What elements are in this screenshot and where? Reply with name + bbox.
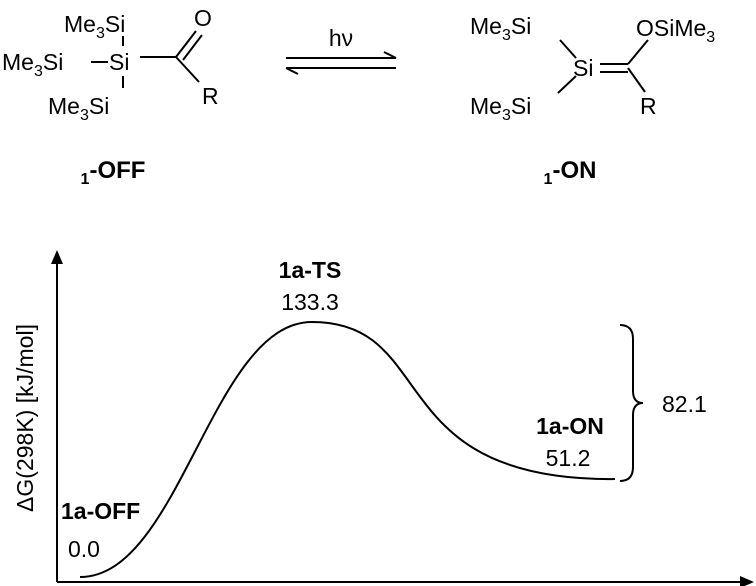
energy-point-labels: 1a-OFF 0.0 1a-TS 133.3 1a-ON 51.2	[61, 257, 604, 562]
si-left-label: Me3Si	[2, 49, 63, 80]
equilibrium-arrow	[285, 51, 397, 75]
y-axis-label: ΔG(298K) [kJ/mol]	[12, 324, 38, 512]
energy-difference-bracket	[619, 324, 644, 483]
y-axis-arrowhead	[51, 250, 63, 264]
r-group-label: R	[202, 83, 219, 109]
energy-difference-label: 82.1	[662, 391, 707, 417]
point-name-1a-ts: 1a-TS	[279, 257, 342, 283]
si-top-label-on: Me3Si	[470, 13, 531, 44]
energy-axes	[51, 250, 754, 586]
oxygen-label: O	[194, 5, 212, 31]
si-bottom-label: Me3Si	[48, 93, 109, 124]
si-center-label-on: Si	[573, 55, 593, 81]
point-name-1a-off: 1a-OFF	[61, 498, 140, 524]
si-top-label: Me3Si	[64, 11, 125, 42]
si-bottom-label-on: Me3Si	[470, 93, 531, 124]
bond-c-o-on	[627, 39, 649, 65]
label-1-off: 1-OFF	[81, 157, 146, 188]
x-axis-arrowhead	[740, 576, 754, 586]
si-center-label: Si	[109, 49, 129, 75]
bond-c-r	[175, 56, 200, 83]
osime3-label: OSiMe3	[636, 15, 715, 46]
energy-profile-curve	[79, 320, 616, 578]
bond-c-r-on	[627, 67, 646, 93]
bond-c-o-b	[182, 34, 203, 61]
bond-si-bottom-on	[557, 75, 577, 94]
bond-si-top-on	[559, 39, 577, 59]
bond-c-o-a	[175, 30, 197, 58]
hv-label: hν	[329, 25, 353, 51]
structure-1-off	[91, 30, 203, 88]
r-group-label-on: R	[640, 93, 657, 119]
point-name-1a-on: 1a-ON	[536, 413, 604, 439]
structure-1-on	[557, 39, 649, 94]
point-value-1a-ts: 133.3	[281, 289, 339, 315]
point-value-1a-on: 51.2	[546, 445, 591, 471]
point-value-1a-off: 0.0	[68, 536, 100, 562]
label-1-on: 1-ON	[544, 157, 597, 188]
